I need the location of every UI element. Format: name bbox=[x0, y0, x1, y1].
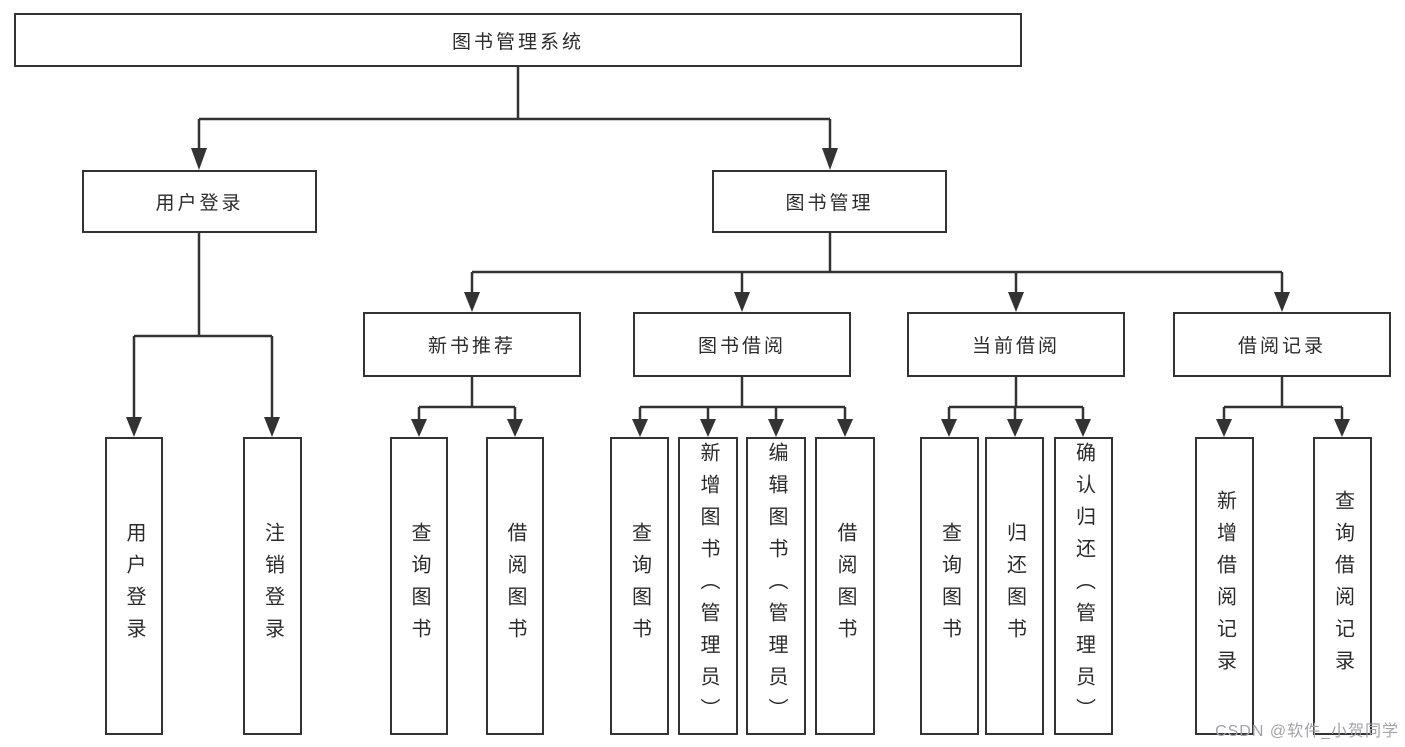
node-label: 借阅记录 bbox=[1237, 336, 1326, 357]
connector-book-borrowing-branch bbox=[632, 377, 853, 437]
node-label: 图书借阅 bbox=[697, 336, 786, 357]
node-leaf-borrow-books-borrowing: 借阅图书 bbox=[815, 437, 875, 735]
node-label: 新增借阅记录 bbox=[1213, 490, 1236, 682]
node-label: 确认归还（管理员） bbox=[1072, 442, 1095, 730]
connector-user-login-branch bbox=[126, 233, 280, 437]
connector-new-book-recommendation-branch bbox=[411, 377, 523, 437]
node-label: 图书管理 bbox=[785, 193, 874, 214]
node-label: 当前借阅 bbox=[971, 336, 1060, 357]
node-label: 新书推荐 bbox=[427, 336, 516, 357]
node-leaf-confirm-return-admin: 确认归还（管理员） bbox=[1054, 437, 1113, 735]
node-label: 用户登录 bbox=[155, 193, 244, 214]
node-label: 注销登录 bbox=[261, 522, 284, 650]
node-new-book-recommendation: 新书推荐 bbox=[363, 312, 581, 377]
node-label: 图书管理系统 bbox=[451, 31, 584, 53]
node-label: 编辑图书（管理员） bbox=[765, 442, 787, 730]
node-library-management-system: 图书管理系统 bbox=[14, 13, 1022, 67]
node-label: 查询借阅记录 bbox=[1331, 490, 1354, 682]
node-leaf-query-borrow-record: 查询借阅记录 bbox=[1313, 437, 1372, 735]
node-label: 归还图书 bbox=[1003, 522, 1026, 650]
node-leaf-query-books-current: 查询图书 bbox=[920, 437, 979, 735]
node-leaf-logout: 注销登录 bbox=[243, 437, 302, 735]
node-label: 查询图书 bbox=[628, 522, 651, 650]
node-leaf-add-books-admin: 新增图书（管理员） bbox=[678, 437, 738, 735]
node-label: 用户登录 bbox=[123, 522, 145, 650]
node-leaf-add-borrow-record: 新增借阅记录 bbox=[1195, 437, 1254, 735]
node-label: 查询图书 bbox=[938, 522, 961, 650]
node-leaf-return-books: 归还图书 bbox=[985, 437, 1044, 735]
node-leaf-edit-books-admin: 编辑图书（管理员） bbox=[746, 437, 806, 735]
node-borrowing-records: 借阅记录 bbox=[1173, 312, 1391, 377]
connector-current-borrowing-branch bbox=[941, 377, 1091, 437]
connector-book-management-branch bbox=[464, 233, 1290, 312]
node-book-borrowing: 图书借阅 bbox=[633, 312, 851, 377]
node-leaf-query-books-recommendation: 查询图书 bbox=[390, 437, 448, 735]
node-label: 借阅图书 bbox=[504, 522, 526, 650]
connector-borrowing-records-branch bbox=[1216, 377, 1350, 437]
node-label: 借阅图书 bbox=[834, 522, 856, 650]
node-current-borrowing: 当前借阅 bbox=[907, 312, 1125, 377]
node-leaf-borrow-books-recommendation: 借阅图书 bbox=[486, 437, 544, 735]
node-leaf-query-books-borrowing: 查询图书 bbox=[610, 437, 669, 735]
node-label: 查询图书 bbox=[408, 522, 430, 650]
node-user-login: 用户登录 bbox=[82, 170, 317, 233]
node-book-management: 图书管理 bbox=[712, 170, 947, 233]
connector-root-to-level2 bbox=[191, 67, 838, 170]
csdn-watermark: CSDN @软件_小贺同学 bbox=[1215, 723, 1399, 740]
node-leaf-user-login: 用户登录 bbox=[105, 437, 163, 735]
node-label: 新增图书（管理员） bbox=[697, 442, 719, 730]
